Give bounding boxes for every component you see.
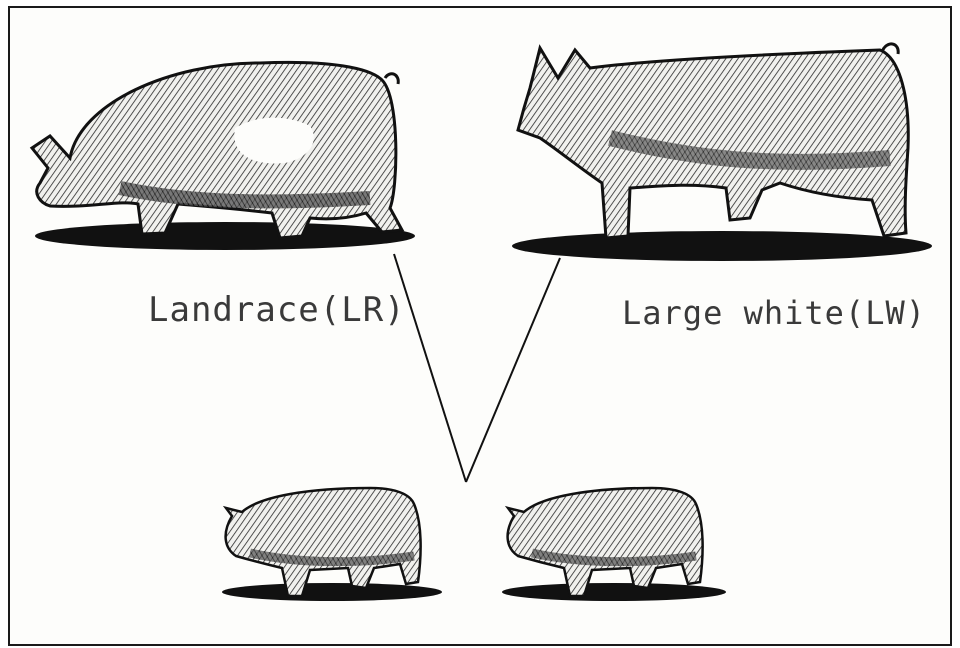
offspring-pig-1 bbox=[222, 488, 442, 601]
large-white-label: Large white(LW) bbox=[622, 294, 926, 332]
diagram-frame: Landrace(LR) Large white(LW) bbox=[8, 6, 952, 646]
offspring-pig-2 bbox=[502, 488, 726, 601]
landrace-pig bbox=[32, 62, 415, 250]
cross-lines bbox=[394, 254, 560, 482]
landrace-label: Landrace(LR) bbox=[148, 290, 406, 330]
large-white-pig bbox=[512, 44, 932, 261]
